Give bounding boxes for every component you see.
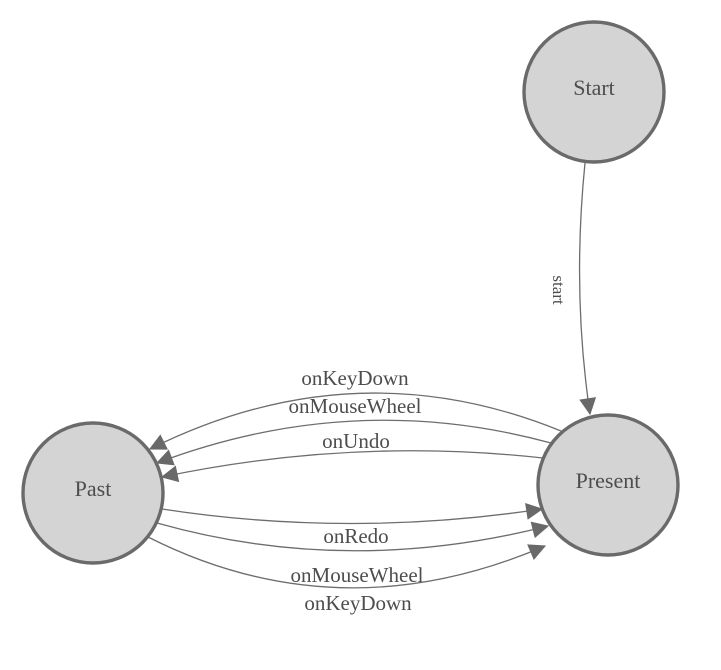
edge-line-onmousewheel-bottom[interactable] [156,521,550,552]
edge-past-to-present-onkeydown[interactable]: onKeyDown [147,536,547,615]
edge-label-start: start [549,275,568,305]
node-past-circle[interactable] [21,421,165,565]
edge-label-onmousewheel-bottom: onMouseWheel [291,563,424,587]
edge-past-to-present-onredo[interactable]: onRedo [161,502,544,548]
node-start[interactable]: Start [522,20,666,164]
edge-label-onmousewheel-top: onMouseWheel [289,394,422,418]
edge-label-onkeydown-top: onKeyDown [301,366,409,390]
node-present-label: Present [576,468,641,493]
node-start-circle[interactable] [522,20,666,164]
node-present-circle[interactable] [536,413,680,557]
edge-line-onundo[interactable] [160,450,544,483]
node-past-label: Past [75,476,112,501]
edge-start-to-present[interactable]: start [549,162,597,416]
edge-line-onredo[interactable] [161,502,544,525]
node-start-label: Start [573,75,615,100]
edge-line-onmousewheel-top[interactable] [155,419,552,466]
edge-past-to-present-onmousewheel[interactable]: onMouseWheel [156,521,550,587]
node-present[interactable]: Present [536,413,680,557]
edge-present-to-past-onundo[interactable]: onUndo [160,429,544,483]
edge-label-onredo: onRedo [323,524,388,548]
node-past[interactable]: Past [21,421,165,565]
edge-label-onundo: onUndo [322,429,390,453]
edge-present-to-past-onkeydown[interactable]: onKeyDown [148,366,562,450]
edge-line-start[interactable] [578,162,597,416]
edge-line-onkeydown-bottom[interactable] [147,536,547,589]
edge-present-to-past-onmousewheel[interactable]: onMouseWheel [155,394,552,466]
edge-line-onkeydown-top[interactable] [148,392,562,450]
edge-label-onkeydown-bottom: onKeyDown [304,591,412,615]
